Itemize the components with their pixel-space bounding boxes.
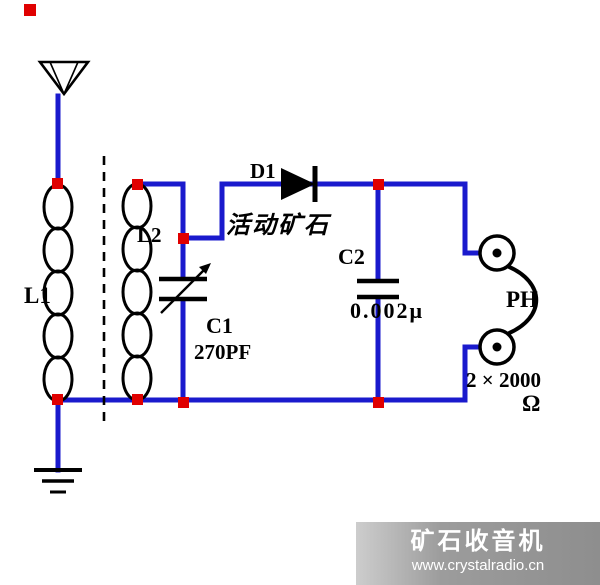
label-l2: L2 — [137, 223, 162, 247]
label-impedance: 2 × 2000 — [466, 368, 541, 392]
capacitor-c2 — [357, 278, 399, 300]
coil-l2 — [121, 182, 153, 402]
label-impedance-unit: Ω — [522, 391, 540, 416]
label-c1: C1 — [206, 313, 233, 338]
junction-dot — [178, 397, 189, 408]
label-c2-value: 0.002μ — [350, 298, 424, 323]
label-d1: D1 — [250, 159, 276, 183]
junction-dot — [24, 4, 36, 16]
diode-d1 — [281, 166, 318, 202]
headphone-jack-bottom — [478, 328, 516, 366]
label-c2: C2 — [338, 244, 365, 269]
label-c1-value: 270PF — [194, 340, 251, 364]
watermark-title: 矿石收音机 — [410, 528, 546, 555]
headphone-band — [506, 264, 539, 336]
junction-dot — [52, 178, 63, 189]
watermark-banner: 矿石收音机 www.crystalradio.cn — [356, 522, 600, 585]
junction-dot — [132, 394, 143, 405]
junction-group — [24, 4, 384, 408]
headphone-jack-top — [478, 234, 516, 272]
label-group: D1 活动矿石 L2 L1 C1 270PF C2 0.002μ PH 2 × … — [24, 159, 541, 416]
watermark-url: www.crystalradio.cn — [411, 557, 545, 574]
wire-bottom-rail — [53, 344, 482, 403]
component-group — [34, 60, 539, 494]
wire-top-rail — [134, 181, 482, 256]
label-crystal-note: 活动矿石 — [226, 212, 332, 239]
label-ph: PH — [506, 287, 538, 312]
wire-group — [53, 93, 482, 473]
antenna-icon — [37, 60, 91, 97]
junction-dot — [52, 394, 63, 405]
junction-dot — [132, 179, 143, 190]
label-l1: L1 — [24, 283, 51, 308]
junction-dot — [373, 397, 384, 408]
junction-dot — [373, 179, 384, 190]
variable-capacitor-c1 — [159, 263, 211, 314]
junction-dot — [178, 233, 189, 244]
ground-icon — [34, 468, 82, 494]
